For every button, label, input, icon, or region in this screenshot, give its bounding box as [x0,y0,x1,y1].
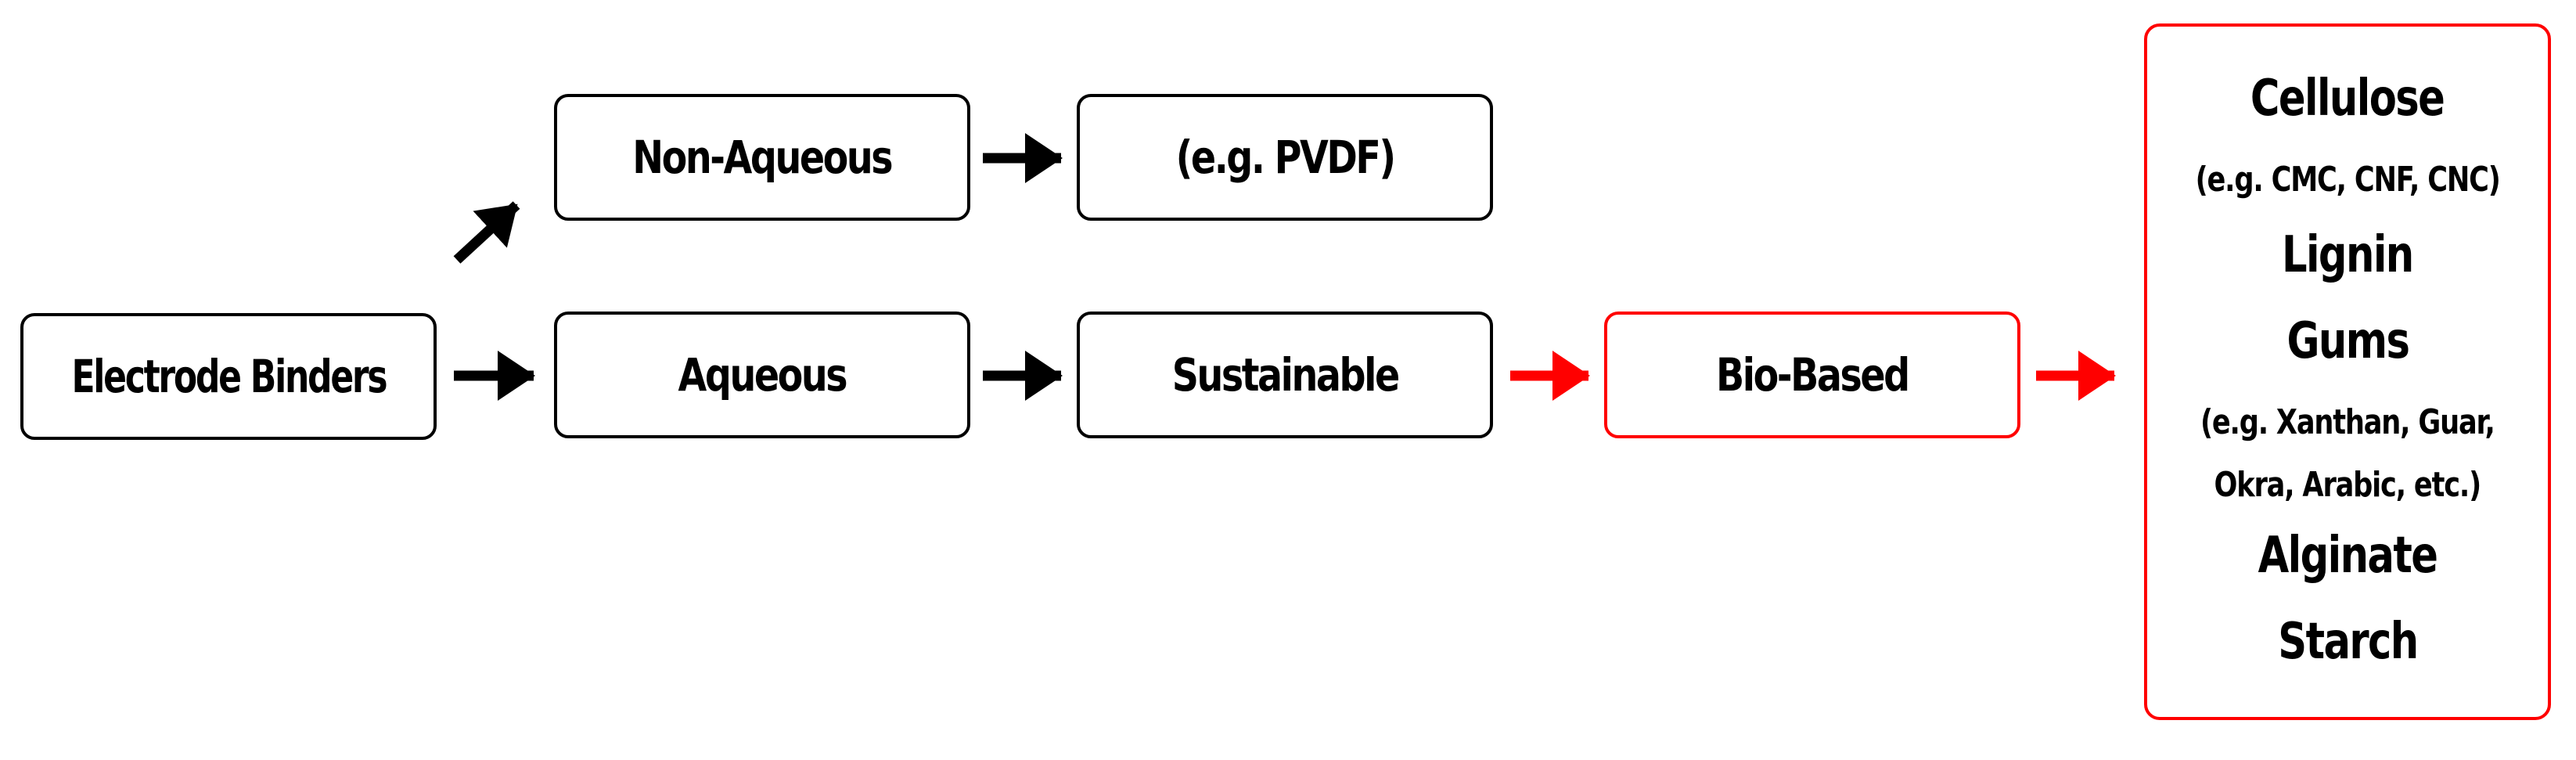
lignin-heading: Lignin [2282,226,2414,284]
electrode-binders-label: Electrode Binders [71,350,387,403]
cellulose-examples: (e.g. CMC, CNF, CNC) [2195,160,2501,200]
gums-examples-line-1: (e.g. Xanthan, Guar, [2200,402,2495,442]
pvdf-node: (e.g. PVDF) [1077,94,1493,221]
bio-based-examples-panel: Cellulose (e.g. CMC, CNF, CNC) Lignin Gu… [2144,23,2551,720]
alginate-heading: Alginate [2258,527,2438,585]
starch-heading: Starch [2277,613,2419,671]
bio-based-node: Bio-Based [1604,312,2020,438]
pvdf-label: (e.g. PVDF) [1175,131,1396,184]
aqueous-label: Aqueous [678,348,848,402]
non-aqueous-node: Non-Aqueous [554,94,970,221]
non-aqueous-label: Non-Aqueous [632,131,894,184]
sustainable-node: Sustainable [1077,312,1493,438]
bio-based-label: Bio-Based [1716,348,1910,402]
arrow-binders-to-non-aqueous [453,201,520,264]
electrode-binders-node: Electrode Binders [20,313,437,440]
gums-heading: Gums [2286,312,2409,370]
gums-examples-line-2: Okra, Arabic, etc.) [2214,465,2482,505]
cellulose-heading: Cellulose [2250,70,2445,128]
aqueous-node: Aqueous [554,312,970,438]
sustainable-label: Sustainable [1171,348,1400,402]
